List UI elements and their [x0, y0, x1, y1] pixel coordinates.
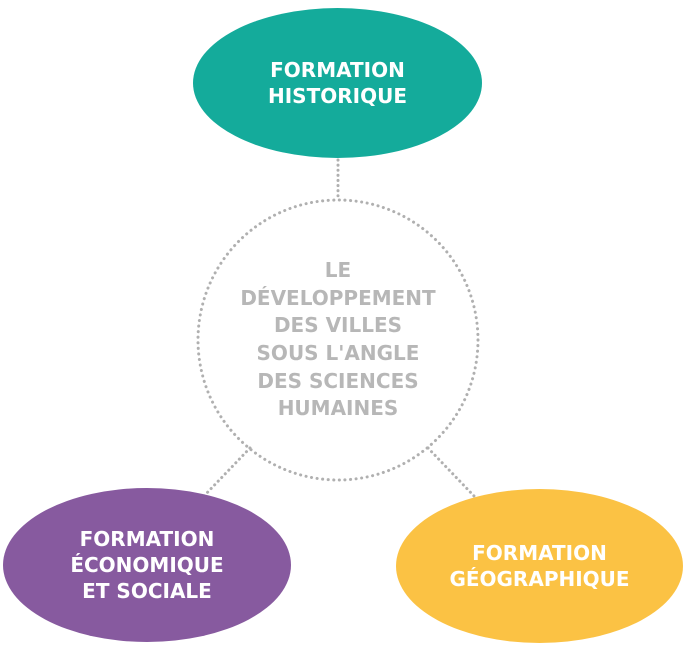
center-line: LE [324, 258, 352, 283]
node-formation-economique: FORMATION ÉCONOMIQUE ET SOCIALE [3, 488, 291, 642]
center-line: DÉVELOPPEMENT [240, 285, 436, 310]
node-label: ÉCONOMIQUE [70, 553, 224, 577]
node-label: FORMATION [472, 541, 607, 565]
economique-ellipse [3, 488, 291, 642]
node-label: FORMATION [79, 527, 215, 551]
center-line: DES VILLES [273, 313, 403, 338]
historique-ellipse [193, 8, 482, 158]
center-line: DES SCIENCES [257, 368, 419, 393]
center-line: SOUS L'ANGLE [256, 341, 420, 365]
node-formation-geographique: FORMATION GÉOGRAPHIQUE [396, 489, 683, 643]
node-formation-historique: FORMATION HISTORIQUE [193, 8, 482, 158]
node-label: HISTORIQUE [268, 84, 407, 108]
geographique-ellipse [396, 489, 683, 643]
node-label: FORMATION [270, 58, 405, 82]
center-circle [196, 198, 480, 482]
center-topic: LE DÉVELOPPEMENT DES VILLES SOUS L'ANGLE… [198, 200, 478, 480]
node-label: GÉOGRAPHIQUE [449, 567, 630, 591]
connector-left [202, 446, 252, 498]
center-line: HUMAINES [277, 396, 399, 421]
node-label: ET SOCIALE [82, 579, 212, 603]
connector-right [426, 446, 476, 498]
